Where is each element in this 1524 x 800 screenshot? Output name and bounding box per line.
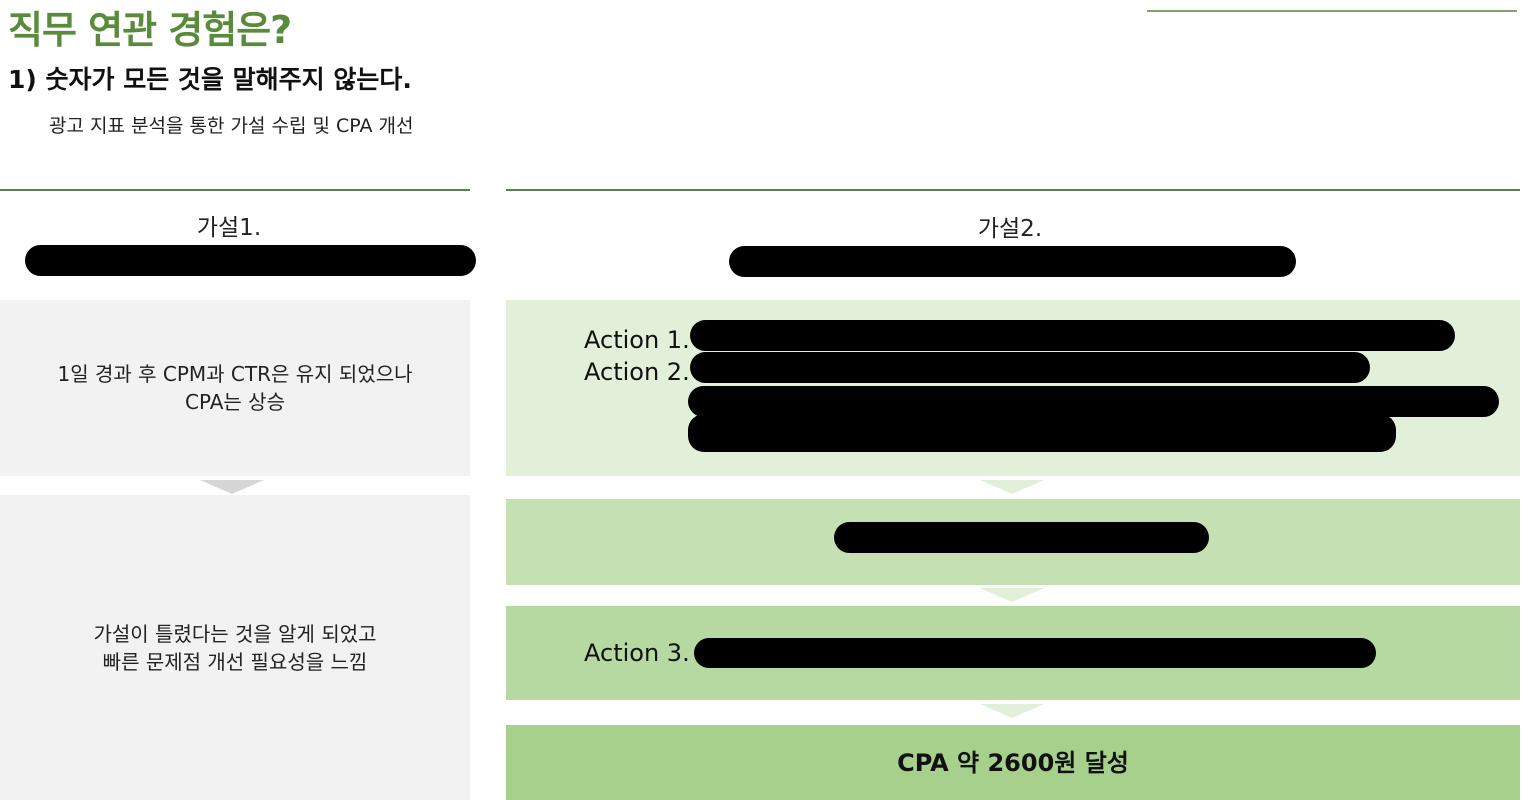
final-result-text: CPA 약 2600원 달성: [897, 748, 1129, 777]
redacted-action-2-b: [688, 386, 1499, 417]
conclusion-line-2: 빠른 문제점 개선 필요성을 느낌: [102, 649, 368, 674]
section-heading: 1) 숫자가 모든 것을 말해주지 않는다.: [8, 65, 412, 94]
actions-1-2-box: Action 1. Action 2.: [506, 300, 1520, 476]
hypothesis1-observation-box: 1일 경과 후 CPM과 CTR은 유지 되었으나 CPA는 상승: [0, 300, 470, 476]
down-arrow-icon: [200, 480, 264, 494]
action-3-box: Action 3.: [506, 606, 1520, 700]
hypothesis1-conclusion-box: 가설이 틀렸다는 것을 알게 되었고 빠른 문제점 개선 필요성을 느낌: [0, 495, 470, 800]
redacted-action-2-c: [688, 414, 1396, 452]
hypothesis2-title: 가설2.: [977, 216, 1043, 242]
observation-line-2: CPA는 상승: [185, 390, 285, 414]
redacted-action-1: [690, 320, 1455, 351]
right-divider: [506, 189, 1520, 191]
down-arrow-icon: [980, 588, 1044, 602]
action-2-label: Action 2.: [584, 358, 690, 386]
down-arrow-icon: [980, 704, 1044, 718]
hypothesis1-title: 가설1.: [196, 215, 262, 241]
observation-line-1: 1일 경과 후 CPM과 CTR은 유지 되었으나: [57, 362, 413, 386]
header-rule: [1147, 10, 1517, 12]
redacted-hypothesis1-text: [25, 245, 476, 276]
action-3-label: Action 3.: [584, 639, 690, 667]
redacted-intermediate-result: [834, 522, 1209, 553]
redacted-action-3: [694, 638, 1376, 668]
redacted-action-2-a: [690, 352, 1370, 383]
page-subtitle: 광고 지표 분석을 통한 가설 수립 및 CPA 개선: [49, 115, 414, 137]
down-arrow-icon: [980, 480, 1044, 494]
left-divider: [0, 189, 470, 191]
intermediate-result-box: [506, 499, 1520, 585]
final-result-box: CPA 약 2600원 달성: [506, 725, 1520, 800]
action-1-label: Action 1.: [584, 326, 690, 354]
redacted-hypothesis2-text: [729, 246, 1296, 277]
conclusion-line-1: 가설이 틀렸다는 것을 알게 되었고: [93, 621, 377, 646]
page-title: 직무 연관 경험은?: [8, 8, 292, 52]
